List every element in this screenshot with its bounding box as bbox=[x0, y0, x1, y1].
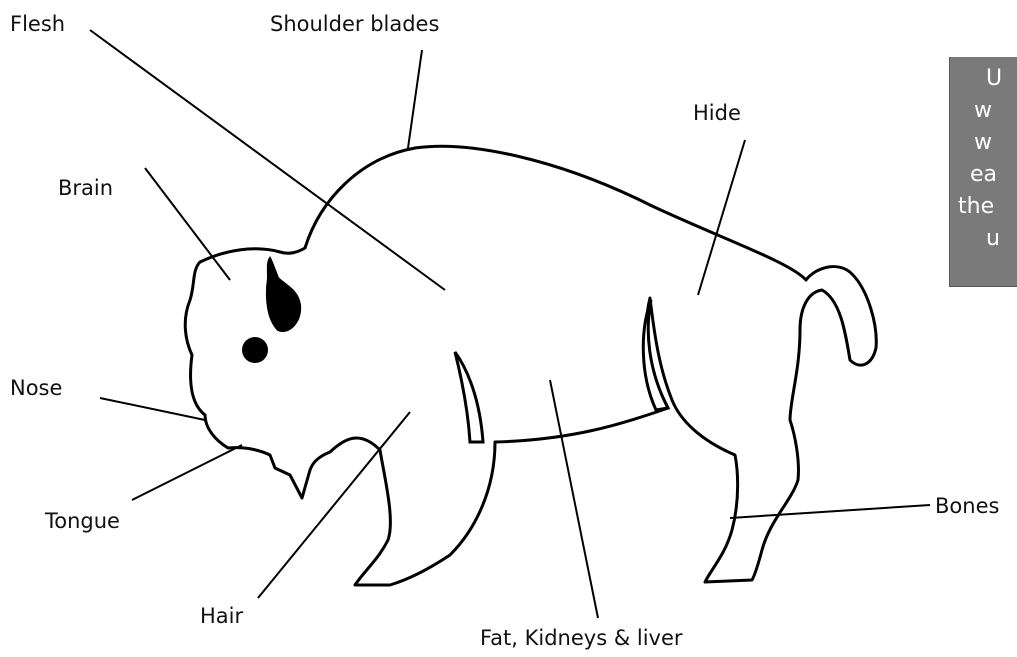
label-shoulder-blades: Shoulder blades bbox=[270, 14, 439, 35]
label-nose: Nose bbox=[10, 378, 62, 399]
instruction-note-box: U w w ea the u bbox=[949, 57, 1017, 287]
label-flesh: Flesh bbox=[10, 14, 65, 35]
leader-line-brain bbox=[145, 168, 230, 280]
instruction-note-text: U w w ea the u bbox=[950, 57, 1017, 286]
label-bones: Bones bbox=[935, 496, 999, 517]
leader-line-nose bbox=[100, 398, 205, 420]
note-line: ea bbox=[970, 159, 997, 191]
note-line: U bbox=[986, 63, 1002, 95]
leader-line-tongue bbox=[132, 445, 242, 500]
note-line: w bbox=[974, 95, 992, 127]
note-line: w bbox=[974, 127, 992, 159]
label-brain: Brain bbox=[58, 178, 113, 199]
eye-shape bbox=[242, 337, 268, 363]
leader-line-shoulder bbox=[408, 50, 422, 148]
label-tongue: Tongue bbox=[45, 511, 120, 532]
bison-outline bbox=[185, 146, 876, 585]
label-hair: Hair bbox=[200, 606, 243, 627]
label-hide: Hide bbox=[693, 103, 741, 124]
label-fat-kidneys-liver: Fat, Kidneys & liver bbox=[480, 628, 683, 649]
note-line: the bbox=[958, 191, 994, 223]
note-line: u bbox=[986, 223, 1000, 255]
